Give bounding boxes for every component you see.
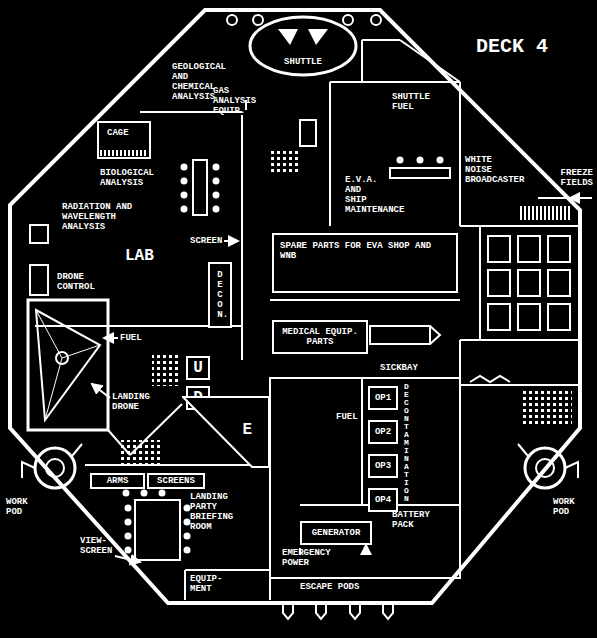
- chair-symbol: [123, 490, 130, 497]
- room-label: WHITE NOISE BROADCASTER: [465, 155, 520, 185]
- room-box: U: [186, 356, 210, 380]
- shuttle-wing: [278, 29, 298, 45]
- room-label: EQUIP-MENT: [190, 574, 226, 594]
- chair-symbol: [213, 164, 220, 171]
- chair-symbol: [184, 547, 191, 554]
- room-label: LAB: [125, 248, 165, 265]
- room-label: VIEW-SCREEN: [80, 536, 116, 556]
- room-name: OP4: [375, 495, 391, 505]
- room-wall: [183, 397, 269, 467]
- chair-symbol: [181, 178, 188, 185]
- room-box: OP4: [368, 488, 398, 512]
- room-label: FREEZE FIELDS: [538, 168, 593, 188]
- room-label: GAS ANALYSIS EQUIP.: [213, 86, 263, 116]
- bunk-symbol: [488, 304, 510, 330]
- room-label: LANDING PARTY BRIEFING ROOM: [190, 492, 240, 532]
- room-label: RADIATION AND WAVELENGTH ANALYSIS: [62, 202, 137, 232]
- room-box: MEDICAL EQUIP. PARTS: [272, 320, 368, 354]
- room-name: GENERATOR: [312, 528, 361, 538]
- bunk-symbol: [518, 304, 540, 330]
- room-label: DECONTAMINATION: [404, 383, 409, 503]
- chair-symbol: [181, 206, 188, 213]
- room-name: SCREENS: [157, 476, 195, 486]
- bunk-symbol: [518, 236, 540, 262]
- room-label: BATTERY PACK: [392, 510, 432, 530]
- chair-symbol: [181, 164, 188, 171]
- chair-symbol: [141, 490, 148, 497]
- room-label: CAGE: [107, 128, 147, 138]
- room-name: MEDICAL EQUIP. PARTS: [274, 327, 366, 347]
- room-label: EMERGENCY POWER: [282, 548, 337, 568]
- room-name: OP3: [375, 461, 391, 471]
- room-label: DRONE CONTROL: [57, 272, 102, 292]
- room-box: E: [182, 396, 270, 468]
- room-name: OP2: [375, 427, 391, 437]
- room-label: WORK POD: [6, 497, 36, 517]
- bunk-symbol: [548, 304, 570, 330]
- room-name: ARMS: [107, 476, 129, 486]
- chair-symbol: [184, 505, 191, 512]
- chair-symbol: [125, 505, 132, 512]
- deck-title: DECK 4: [476, 36, 548, 58]
- room-label: LANDING DRONE: [112, 392, 157, 412]
- room-box: OP1: [368, 386, 398, 410]
- chair-symbol: [125, 533, 132, 540]
- room-outline: [182, 396, 270, 468]
- room-box: SCREENS: [147, 473, 205, 489]
- shuttle-outline: [248, 15, 358, 77]
- room-name: E: [242, 422, 252, 439]
- chair-symbol: [125, 547, 132, 554]
- room-box: GENERATOR: [300, 521, 372, 545]
- chair-symbol: [213, 178, 220, 185]
- room-box: DECON.: [208, 262, 232, 328]
- room-label: BIOLOGICAL ANALYSIS: [100, 168, 160, 188]
- chair-symbol: [184, 533, 191, 540]
- room-name: OP1: [375, 393, 391, 403]
- room-name: SHUTTLE: [284, 57, 322, 67]
- room-box: OP2: [368, 420, 398, 444]
- room-name: SPARE PARTS FOR EVA SHOP AND WNB: [280, 241, 450, 261]
- shuttle-hull: [250, 17, 356, 75]
- bunk-symbol: [518, 270, 540, 296]
- chair-symbol: [397, 157, 404, 164]
- room-name: U: [193, 360, 203, 377]
- room-label: FUEL: [336, 412, 361, 422]
- room-label: SICKBAY: [380, 363, 430, 373]
- bunk-symbol: [548, 270, 570, 296]
- chair-symbol: [417, 157, 424, 164]
- chair-symbol: [213, 192, 220, 199]
- room-label: SCREEN: [190, 236, 223, 246]
- chair-symbol: [181, 192, 188, 199]
- bunk-symbol: [488, 270, 510, 296]
- room-box: SHUTTLE: [248, 15, 358, 77]
- room-box: OP3: [368, 454, 398, 478]
- bunk-symbol: [548, 236, 570, 262]
- bunk-symbol: [488, 236, 510, 262]
- chair-symbol: [437, 157, 444, 164]
- room-label: E.V.A. AND SHIP MAINTENANCE: [345, 175, 385, 215]
- chair-symbol: [159, 490, 166, 497]
- room-name: DECON.: [217, 270, 222, 320]
- shuttle-wing: [308, 29, 328, 45]
- room-box: SPARE PARTS FOR EVA SHOP AND WNB: [272, 233, 458, 293]
- room-label: FUEL: [120, 333, 150, 343]
- room-label: WORK POD: [553, 497, 583, 517]
- chair-symbol: [184, 519, 191, 526]
- room-label: SHUTTLE FUEL: [392, 92, 437, 112]
- chair-symbol: [125, 519, 132, 526]
- room-box: ARMS: [90, 473, 145, 489]
- chair-symbol: [213, 206, 220, 213]
- room-label: ESCAPE PODS: [300, 582, 370, 592]
